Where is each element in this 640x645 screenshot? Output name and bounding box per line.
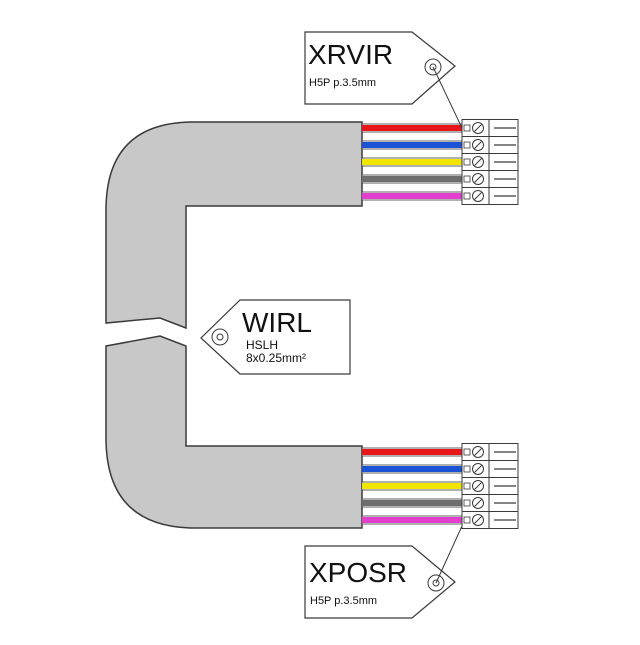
wire-bottom-5-core: [362, 517, 462, 523]
cable-upper-section: [105, 121, 363, 330]
tag-leader-line: [432, 66, 463, 129]
connector-bottom-name: XPOSR: [309, 557, 407, 588]
wire-top-2-core: [362, 142, 462, 148]
connector-top-name: XRVIR: [308, 39, 393, 70]
wire-group-bottom: [361, 447, 463, 525]
screw-slot: [474, 124, 482, 132]
wire-bottom-3-core: [362, 483, 462, 489]
tag-xposr: XPOSR H5P p.3.5mm: [304, 525, 463, 619]
tag-hole-icon: [427, 574, 445, 592]
wire-top-4-core: [362, 176, 462, 182]
wire-entry-icon: [463, 448, 471, 456]
wire-entry-icon: [463, 482, 471, 490]
connector-top-spec: H5P p.3.5mm: [309, 77, 376, 89]
wire-entry-icon: [463, 499, 471, 507]
screw-slot: [474, 499, 482, 507]
wire-entry-icon: [463, 516, 471, 524]
wire-entry-icon: [463, 124, 471, 132]
tag-xrvir: XRVIR H5P p.3.5mm: [304, 31, 463, 129]
screw-slot: [474, 448, 482, 456]
screw-slot: [474, 482, 482, 490]
screw-slot: [474, 175, 482, 183]
connector-bottom-spec: H5P p.3.5mm: [310, 595, 377, 607]
cable-name: WIRL: [242, 307, 312, 338]
screw-slot: [474, 158, 482, 166]
tag-wirl: WIRL HSLH 8x0.25mm²: [200, 299, 351, 375]
wire-entry-icon: [463, 175, 471, 183]
screw-slot: [474, 516, 482, 524]
connector-top: [461, 119, 519, 205]
wire-entry-icon: [463, 158, 471, 166]
wire-bottom-1-core: [362, 449, 462, 455]
wire-entry-icon: [463, 141, 471, 149]
tag-leader-line: [435, 525, 463, 584]
screw-slot: [474, 465, 482, 473]
wire-entry-icon: [463, 465, 471, 473]
wire-top-5-core: [362, 193, 462, 199]
wire-bottom-4-core: [362, 500, 462, 506]
screw-slot: [474, 192, 482, 200]
screw-slot: [474, 141, 482, 149]
wire-group-top: [361, 123, 463, 201]
tag-hole-icon: [211, 328, 229, 346]
wire-top-3-core: [362, 159, 462, 165]
wire-bottom-2-core: [362, 466, 462, 472]
cable-type: HSLH: [246, 338, 278, 352]
cable-size: 8x0.25mm²: [246, 351, 306, 365]
wire-entry-icon: [463, 192, 471, 200]
cable-lower-section: [105, 335, 363, 529]
connector-bottom: [461, 443, 519, 529]
tag-hole-icon: [424, 58, 442, 76]
wire-top-1-core: [362, 125, 462, 131]
